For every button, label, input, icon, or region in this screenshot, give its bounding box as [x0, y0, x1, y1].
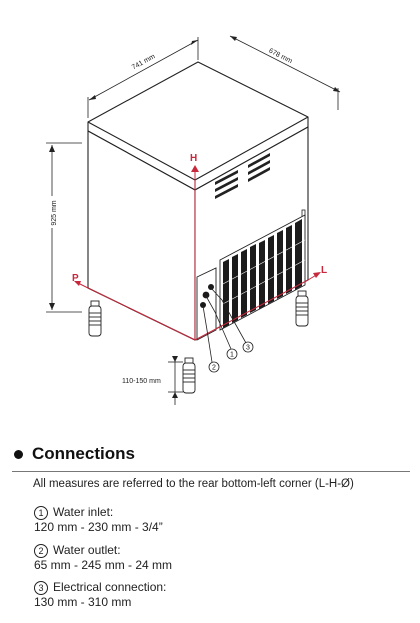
top-vents	[215, 153, 270, 199]
dim-height: 925 mm	[51, 200, 58, 225]
number-badge: 1	[34, 505, 48, 520]
reference-axes	[74, 165, 321, 341]
connector-electrical	[208, 284, 214, 290]
foot-right	[295, 290, 309, 327]
connector-inlet	[202, 291, 210, 299]
connections-title: Connections	[32, 444, 135, 463]
connection-item-water-inlet: 1 Water inlet: 120 mm - 230 mm - 3/4”	[34, 505, 163, 535]
number-badge: 3	[34, 580, 48, 595]
connection-label: Water outlet:	[53, 543, 121, 557]
connection-label: Water inlet:	[53, 505, 114, 519]
dim-feet: 110-150 mm	[122, 378, 161, 385]
connector-outlet	[200, 302, 206, 308]
connection-value: 65 mm - 245 mm - 24 mm	[34, 558, 173, 572]
divider	[12, 471, 410, 472]
callout-3: 3	[246, 345, 250, 352]
reference-note: All measures are referred to the rear bo…	[33, 478, 354, 490]
callouts: 1 2 3	[208, 341, 254, 373]
connection-value: 120 mm - 230 mm - 3/4”	[34, 520, 163, 534]
ice-machine-diagram: H P L 741 mm 678 mm 925 mm 110-150 mm	[46, 35, 341, 405]
bullet-icon	[14, 449, 23, 459]
front-grille	[219, 214, 306, 331]
number-badge: 2	[34, 543, 48, 558]
foot-left	[88, 300, 102, 337]
axis-label-h: H	[190, 153, 197, 164]
foot-front	[182, 357, 196, 394]
connection-item-water-outlet: 2 Water outlet: 65 mm - 245 mm - 24 mm	[34, 543, 172, 573]
connection-value: 130 mm - 310 mm	[34, 595, 132, 609]
callout-2: 2	[212, 365, 216, 372]
axis-label-l: L	[321, 265, 327, 276]
connections-heading: Connections	[14, 444, 135, 464]
connection-item-electrical: 3 Electrical connection: 130 mm - 310 mm	[34, 580, 166, 610]
callout-1: 1	[230, 352, 234, 359]
callout-leaders	[202, 287, 247, 363]
connection-label: Electrical connection:	[53, 580, 167, 594]
feet	[88, 290, 309, 394]
axis-label-p: P	[72, 273, 79, 284]
connection-panel	[196, 267, 217, 341]
